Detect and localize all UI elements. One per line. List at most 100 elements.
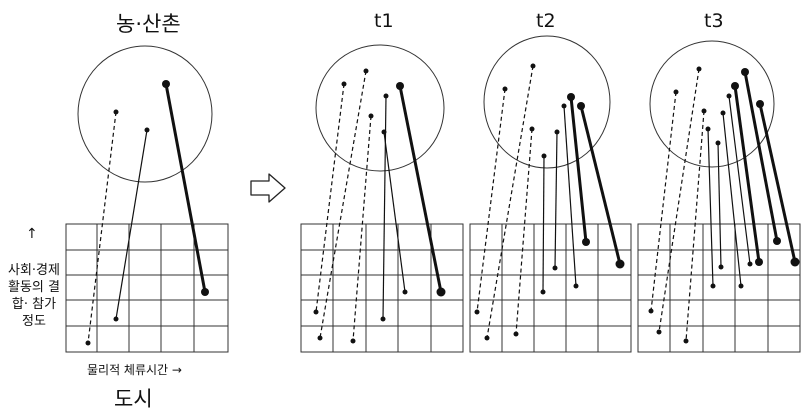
point: [718, 264, 724, 270]
trajectory-thin: [728, 95, 751, 265]
trajectory-thick: [569, 96, 588, 243]
transition-arrow-icon: [250, 173, 286, 203]
point: [731, 82, 739, 90]
trajectory-dashed: [319, 70, 367, 339]
point: [696, 66, 702, 72]
point: [201, 288, 209, 296]
point: [474, 309, 480, 315]
point: [484, 335, 490, 341]
y-axis-label: 사회·경제 활동의 결합· 참가 정도: [8, 263, 60, 329]
point: [113, 316, 119, 322]
panel-t2: [469, 35, 632, 353]
trajectory-dashed: [476, 88, 506, 313]
time-label-t1: t1: [374, 10, 394, 32]
trajectory-dashed: [685, 110, 705, 342]
point: [529, 126, 535, 132]
point: [313, 309, 319, 315]
point: [710, 283, 716, 289]
city-title: 도시: [114, 387, 153, 411]
point: [530, 63, 536, 69]
trajectory-thick: [733, 85, 761, 263]
trajectory-thin: [717, 142, 722, 268]
point: [350, 338, 356, 344]
trajectory-dashed: [658, 68, 700, 333]
trajectory-thin: [563, 105, 577, 287]
trajectory-thin: [382, 95, 387, 320]
trajectory-dashed: [515, 128, 533, 335]
point: [715, 140, 721, 146]
point: [383, 93, 389, 99]
point: [683, 338, 689, 344]
point: [755, 258, 763, 266]
x-axis-label: 물리적 체류시간 →: [87, 363, 182, 377]
rural-title: 농·산촌: [116, 12, 181, 36]
rural-circle: [315, 44, 445, 172]
point: [701, 108, 707, 114]
trajectory-thick: [758, 103, 797, 263]
trajectory-thick: [398, 85, 443, 293]
trajectory-thin: [554, 131, 558, 269]
point: [741, 68, 749, 76]
trajectory-thin: [115, 129, 148, 320]
point: [162, 80, 170, 88]
point: [577, 102, 585, 110]
point: [554, 129, 560, 135]
point: [705, 126, 711, 132]
point: [363, 68, 369, 74]
point: [341, 81, 347, 87]
trajectory-dashed: [486, 65, 534, 339]
point: [720, 110, 726, 116]
point: [380, 316, 386, 322]
point: [144, 127, 150, 133]
city-grid: [65, 223, 229, 353]
point: [747, 261, 753, 267]
point: [402, 289, 408, 295]
point: [85, 340, 91, 346]
y-axis-arrow-icon: ↑: [26, 226, 38, 242]
trajectory-dashed: [352, 115, 372, 342]
point: [648, 308, 654, 314]
point: [552, 265, 558, 271]
trajectory-thin: [542, 155, 545, 293]
point: [317, 335, 323, 341]
trajectory-thick: [579, 105, 622, 265]
point: [773, 237, 781, 245]
point: [541, 153, 547, 159]
time-label-t3: t3: [704, 10, 724, 32]
point: [540, 289, 546, 295]
trajectory-thin: [707, 128, 714, 287]
point: [396, 82, 404, 90]
trajectory-thick: [743, 71, 779, 242]
point: [502, 86, 508, 92]
point: [561, 103, 567, 109]
point: [368, 113, 374, 119]
point: [673, 89, 679, 95]
point: [756, 100, 764, 108]
point: [615, 259, 625, 269]
point: [738, 283, 744, 289]
rural-circle: [649, 40, 775, 168]
trajectory-dashed: [650, 91, 677, 312]
point: [567, 93, 575, 101]
point: [656, 329, 662, 335]
panel-base: [65, 45, 229, 353]
trajectory-dashed: [315, 83, 345, 313]
time-label-t2: t2: [536, 10, 556, 32]
trajectory-thin: [722, 112, 742, 287]
city-grid: [469, 223, 632, 353]
trajectory-thick: [164, 83, 207, 293]
point: [573, 283, 579, 289]
panel-t3: [637, 40, 801, 353]
point: [582, 238, 590, 246]
rural-circle: [483, 35, 611, 169]
point: [513, 331, 519, 337]
point: [790, 257, 800, 267]
point: [381, 129, 387, 135]
city-grid: [637, 223, 801, 353]
point: [113, 109, 119, 115]
point: [436, 287, 446, 297]
rural-circle: [77, 45, 213, 183]
point: [726, 93, 732, 99]
panel-t1: [300, 44, 464, 353]
